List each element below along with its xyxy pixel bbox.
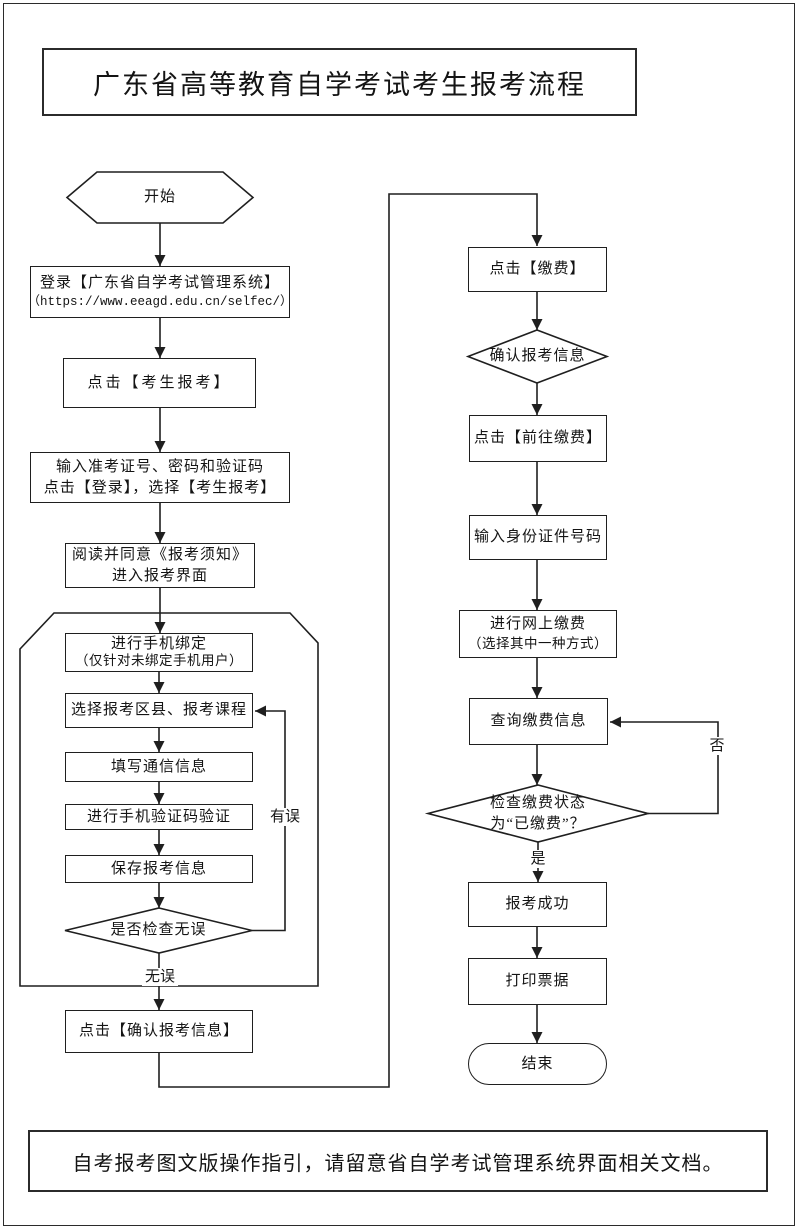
node-phone-verify: 进行手机验证码验证 (65, 804, 253, 830)
page-title: 广东省高等教育自学考试考生报考流程 (93, 69, 586, 100)
edge-label-no: 否 (706, 737, 728, 755)
node-enter-id: 输入身份证件号码 (469, 515, 607, 560)
node-click-pay: 点击【缴费】 (468, 247, 607, 292)
footer-note-box: 自考报考图文版操作指引，请留意省自学考试管理系统界面相关文档。 (28, 1130, 768, 1192)
node-enter-credentials: 输入准考证号、密码和验证码 点击【登录】，选择【考生报考】 (30, 452, 290, 503)
node-register-success: 报考成功 (468, 882, 607, 927)
edge-label-has-error: 有误 (266, 808, 304, 826)
node-login: 登录【广东省自学考试管理系统】 （https://www.eeagd.edu.c… (27, 266, 293, 318)
loop-container-shape (19, 612, 319, 987)
edge-label-yes: 是 (527, 850, 549, 868)
page-border (3, 3, 795, 1226)
footer-note: 自考报考图文版操作指引，请留意省自学考试管理系统界面相关文档。 (72, 1152, 724, 1175)
edge-no-loop (610, 716, 719, 815)
edge-label-no-error: 无误 (141, 968, 179, 986)
node-click-go-pay: 点击【前往缴费】 (469, 415, 607, 462)
node-fill-contact: 填写通信信息 (65, 752, 253, 782)
title-box: 广东省高等教育自学考试考生报考流程 (42, 48, 637, 116)
node-confirm-register-info: 确认报考信息 (489, 348, 586, 364)
node-query-pay: 查询缴费信息 (469, 698, 608, 745)
start-hexagon-shape (65, 171, 255, 224)
edge-confirminfo-clickpay (158, 193, 543, 1088)
node-end: 结束 (468, 1043, 607, 1085)
node-online-pay: 进行网上缴费 （选择其中一种方式） (459, 610, 617, 658)
node-print-receipt: 打印票据 (468, 958, 607, 1005)
node-confirm-info-click: 点击【确认报考信息】 (65, 1010, 253, 1053)
node-select-courses: 选择报考区县、报考课程 (65, 693, 253, 728)
node-bind-phone: 进行手机绑定 （仅针对未绑定手机用户） (65, 633, 253, 672)
node-save-info: 保存报考信息 (65, 855, 253, 883)
node-check-paid: 检查缴费状态 为“已缴费”？ (489, 794, 586, 832)
login-url: （https://www.eeagd.edu.cn/selfec/） (27, 294, 293, 309)
node-check-correct: 是否检查无误 (110, 922, 207, 938)
node-read-agree: 阅读并同意《报考须知》 进入报考界面 (65, 543, 255, 588)
node-click-candidate-register: 点击【考生报考】 (63, 358, 256, 408)
node-start: 开始 (143, 189, 176, 205)
